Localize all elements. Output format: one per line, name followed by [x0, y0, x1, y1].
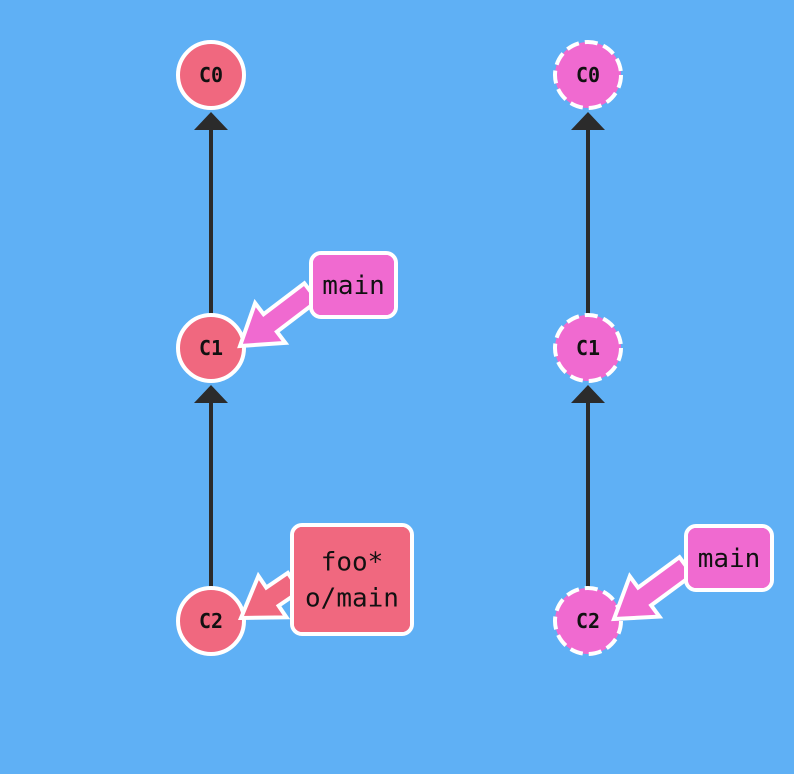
commit-circle — [553, 40, 623, 110]
branch-name: o/main — [305, 584, 399, 614]
commit-circle — [176, 40, 246, 110]
commit-node-c1[interactable]: C1 — [176, 313, 246, 383]
branch-main-tag[interactable]: main — [611, 524, 774, 622]
commit-node-c2[interactable]: C2 — [176, 586, 246, 656]
arrowhead-icon — [571, 112, 605, 130]
parent-edge — [194, 112, 228, 315]
commit-label: C1 — [576, 336, 600, 360]
branch-main-tag[interactable]: main — [237, 251, 398, 349]
commit-node-c0[interactable]: C0 — [176, 40, 246, 110]
arrowhead-icon — [194, 112, 228, 130]
branch-name: foo* — [321, 548, 384, 578]
parent-edge — [571, 385, 605, 588]
commit-circle — [176, 313, 246, 383]
commit-label: C1 — [199, 336, 223, 360]
arrowhead-icon — [571, 385, 605, 403]
commit-circle — [176, 586, 246, 656]
commit-node-c2[interactable]: C2 — [553, 586, 623, 656]
commit-label: C2 — [199, 609, 223, 633]
branch-pointer-arrow — [237, 280, 321, 349]
commit-circle — [553, 313, 623, 383]
commit-label: C0 — [576, 63, 600, 87]
commit-label: C0 — [199, 63, 223, 87]
branch-name: main — [698, 544, 761, 574]
commit-label: C2 — [576, 609, 600, 633]
arrowhead-icon — [194, 385, 228, 403]
commit-node-c1[interactable]: C1 — [553, 313, 623, 383]
commit-circle — [553, 586, 623, 656]
commit-node-c0[interactable]: C0 — [553, 40, 623, 110]
parent-edge — [194, 385, 228, 588]
branch-pointer-arrow — [611, 554, 696, 622]
branch-name: main — [322, 271, 385, 301]
parent-edge — [571, 112, 605, 315]
branch-foo-tag[interactable]: foo* o/main — [237, 523, 414, 636]
